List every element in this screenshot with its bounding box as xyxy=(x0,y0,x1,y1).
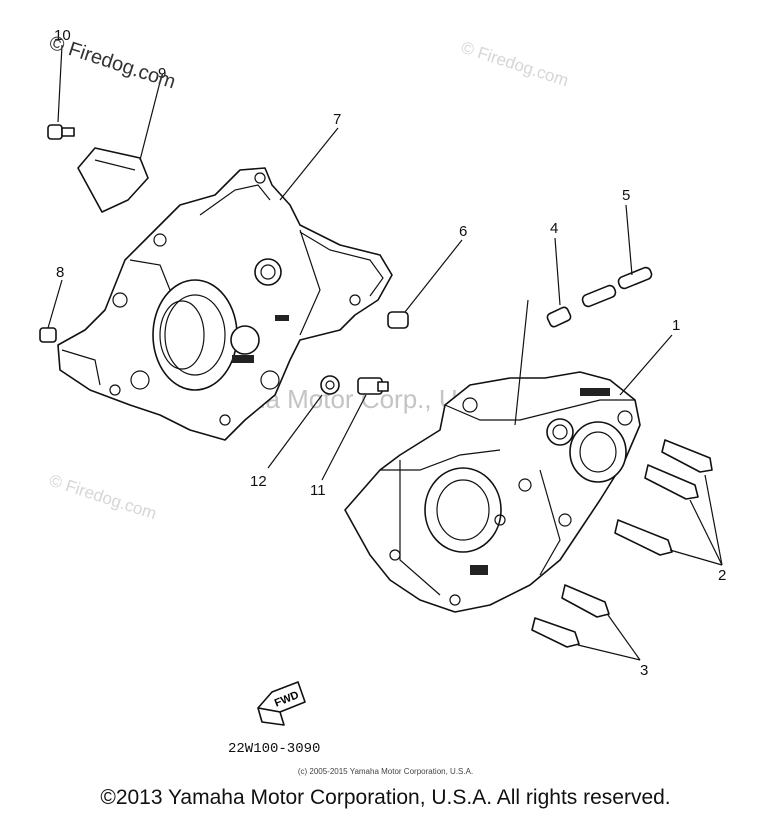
watermark-left-middle: © Firedog.com xyxy=(47,471,159,524)
callout-6: 6 xyxy=(459,223,467,240)
watermark-main: © Firedog.com xyxy=(46,32,178,94)
left-crankcase-half xyxy=(57,167,393,441)
callout-11: 11 xyxy=(310,482,326,499)
leader-lines xyxy=(47,44,723,661)
washer-part-12 xyxy=(320,375,340,395)
bolts-part-2 xyxy=(614,439,713,556)
callout-4: 4 xyxy=(550,220,558,237)
screw-part-10 xyxy=(47,124,75,140)
dowel-part-8 xyxy=(39,327,57,343)
diagram-part-number: 22W100-3090 xyxy=(228,741,320,757)
callout-7: 7 xyxy=(333,111,341,128)
callout-1: 1 xyxy=(672,317,680,334)
right-crankcase-half xyxy=(344,371,641,613)
fwd-arrow-icon: FWD xyxy=(257,681,306,726)
plate-part-9 xyxy=(77,147,149,213)
callout-8: 8 xyxy=(56,264,64,281)
plug-part-11 xyxy=(357,377,389,395)
callout-12: 12 xyxy=(250,473,267,490)
watermark-top-right: © Firedog.com xyxy=(459,38,571,91)
callout-2: 2 xyxy=(718,567,726,584)
copyright-small: (c) 2005-2015 Yamaha Motor Corporation, … xyxy=(297,767,474,776)
callout-10: 10 xyxy=(54,27,71,44)
callout-9: 9 xyxy=(158,65,166,82)
callout-3: 3 xyxy=(640,662,648,679)
bolts-part-3 xyxy=(531,584,610,648)
pin-part-5 xyxy=(581,266,653,308)
dowel-part-4 xyxy=(546,306,572,328)
copyright-main: ©2013 Yamaha Motor Corporation, U.S.A. A… xyxy=(100,786,671,809)
dowel-part-6 xyxy=(387,311,409,329)
callout-5: 5 xyxy=(622,187,630,204)
